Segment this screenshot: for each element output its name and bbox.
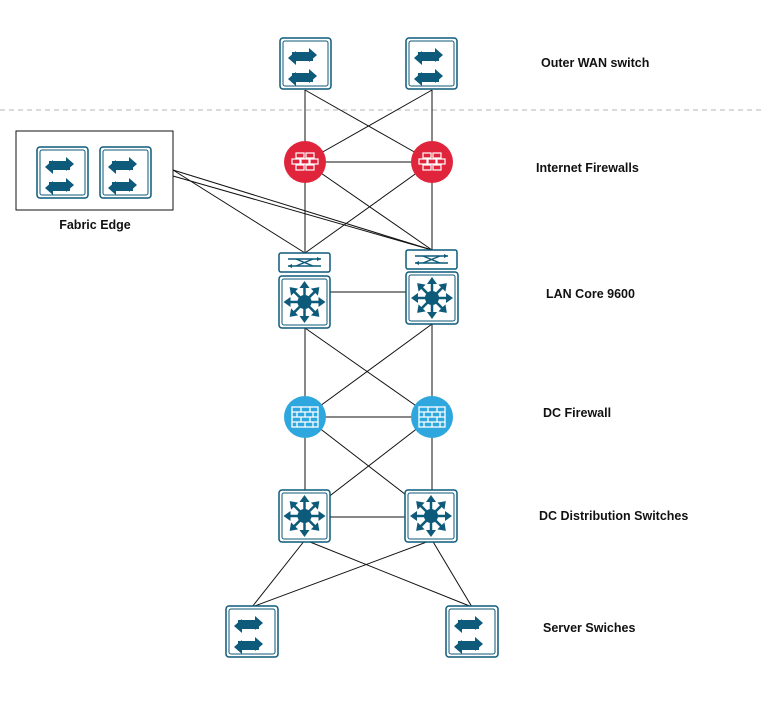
crossover-module-icon xyxy=(288,257,321,268)
internet-firewall-right[interactable] xyxy=(411,141,453,183)
link xyxy=(251,539,433,608)
link xyxy=(172,169,433,251)
internet-firewall-left[interactable] xyxy=(284,141,326,183)
dc-distribution-left[interactable] xyxy=(278,489,331,543)
lan-core-module-left[interactable] xyxy=(278,252,331,273)
link xyxy=(172,175,433,251)
multilayer-switch-icon xyxy=(282,279,327,325)
link xyxy=(431,539,473,608)
fabric-edge-group[interactable] xyxy=(15,130,174,211)
dc-firewall-label: DC Firewall xyxy=(543,406,611,420)
firewall-wall-icon xyxy=(418,406,446,428)
server-switch-left[interactable] xyxy=(225,605,279,658)
multilayer-switch-icon xyxy=(282,493,327,539)
firewall-brick-icon xyxy=(291,152,319,171)
link xyxy=(304,539,473,608)
fabric-edge-switch-right[interactable] xyxy=(99,146,152,199)
server-switch-right[interactable] xyxy=(445,605,499,658)
multilayer-switch-icon xyxy=(408,493,454,539)
lan-core-label: LAN Core 9600 xyxy=(546,287,635,301)
lan-core-left[interactable] xyxy=(278,275,331,329)
internet-firewalls-label: Internet Firewalls xyxy=(536,161,639,175)
dc-firewall-right[interactable] xyxy=(411,396,453,438)
crossover-module-icon xyxy=(415,254,448,265)
firewall-wall-icon xyxy=(291,406,319,428)
multilayer-switch-icon xyxy=(409,275,455,321)
link xyxy=(304,161,433,251)
link xyxy=(172,169,306,254)
fabric-edge-switch-left[interactable] xyxy=(36,146,89,199)
fabric-edge-label: Fabric Edge xyxy=(59,218,131,232)
link xyxy=(304,89,433,163)
link xyxy=(304,323,433,418)
outer-wan-switch-left[interactable] xyxy=(279,37,332,90)
lan-core-module-right[interactable] xyxy=(405,249,458,270)
lan-core-right[interactable] xyxy=(405,271,459,325)
link xyxy=(251,539,306,608)
outer-wan-switch-right[interactable] xyxy=(405,37,458,90)
firewall-brick-icon xyxy=(418,152,446,171)
dc-distribution-label: DC Distribution Switches xyxy=(539,509,688,523)
dc-distribution-right[interactable] xyxy=(404,489,458,543)
outer-wan-switch-label: Outer WAN switch xyxy=(541,56,649,70)
link xyxy=(304,161,433,254)
dc-firewall-left[interactable] xyxy=(284,396,326,438)
link xyxy=(304,327,433,418)
server-switches-label: Server Swiches xyxy=(543,621,635,635)
